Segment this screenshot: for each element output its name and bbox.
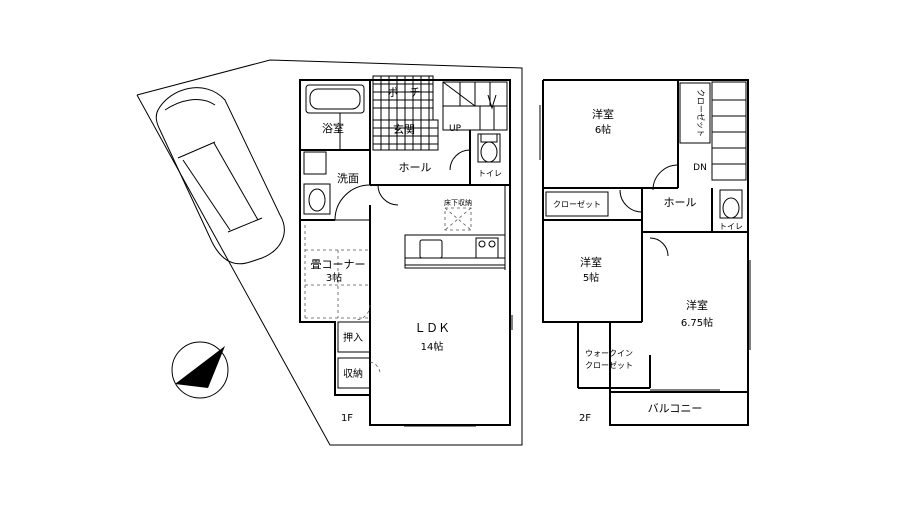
room-label-western-2: 洋室 xyxy=(580,255,602,269)
car-icon xyxy=(155,87,285,265)
floor2-labels: 洋室 6帖 クローゼット DN クローゼット ホール トイレ 洋室 5帖 洋室 … xyxy=(553,89,743,424)
room-label-western-3: 洋室 xyxy=(686,298,708,312)
stairs-up-label: UP xyxy=(449,124,462,134)
room-label-porch: ポーチ xyxy=(388,86,421,99)
room-label-closet-1: クローゼット xyxy=(696,89,706,137)
site-boundary xyxy=(136,59,523,446)
room-label-storage: 収納 xyxy=(343,367,363,380)
room-label-oshiire: 押入 xyxy=(343,331,363,344)
room-label-ldk: ＬＤＫ xyxy=(414,321,450,335)
room-label-tatami: 畳コーナー xyxy=(311,258,366,271)
floor-level-1f: 1F xyxy=(341,413,353,424)
room-label-walkin-2: クローゼット xyxy=(585,360,633,370)
floor1-labels: 浴室 ポーチ 玄関 UP 洗面 ホール トイレ 床下収納 畳コーナー 3帖 押入… xyxy=(311,86,503,424)
room-size-tatami: 3帖 xyxy=(326,271,342,284)
floor1-plan xyxy=(299,75,513,427)
room-label-western-1: 洋室 xyxy=(592,107,614,121)
room-size-western-1: 6帖 xyxy=(595,123,611,136)
room-label-walkin-1: ウォークイン xyxy=(585,349,633,358)
room-label-bath: 浴室 xyxy=(322,121,344,135)
room-size-western-2: 5帖 xyxy=(583,271,599,284)
room-label-hall-1f: ホール xyxy=(399,161,432,174)
room-label-washroom: 洗面 xyxy=(337,172,359,185)
room-label-closet-2: クローゼット xyxy=(553,199,601,209)
north-arrow-icon xyxy=(171,341,229,399)
stairs-up xyxy=(442,81,508,131)
room-label-hall-2f: ホール xyxy=(664,196,697,209)
room-label-entrance: 玄関 xyxy=(393,122,415,136)
room-label-balcony: バルコニー xyxy=(648,402,703,415)
room-label-toilet-2f: トイレ xyxy=(719,222,743,231)
floor-level-2f: 2F xyxy=(579,413,591,424)
stairs-down xyxy=(711,81,747,181)
room-label-toilet-1f: トイレ xyxy=(478,169,502,178)
room-label-underfloor-storage: 床下収納 xyxy=(444,198,472,207)
floor2-plan xyxy=(539,79,751,426)
room-size-ldk: 14帖 xyxy=(421,340,444,353)
stairs-down-label: DN xyxy=(693,163,707,173)
kitchen-counter xyxy=(404,185,506,270)
room-size-western-3: 6.75帖 xyxy=(681,316,713,329)
entrance-tiles xyxy=(372,75,439,151)
